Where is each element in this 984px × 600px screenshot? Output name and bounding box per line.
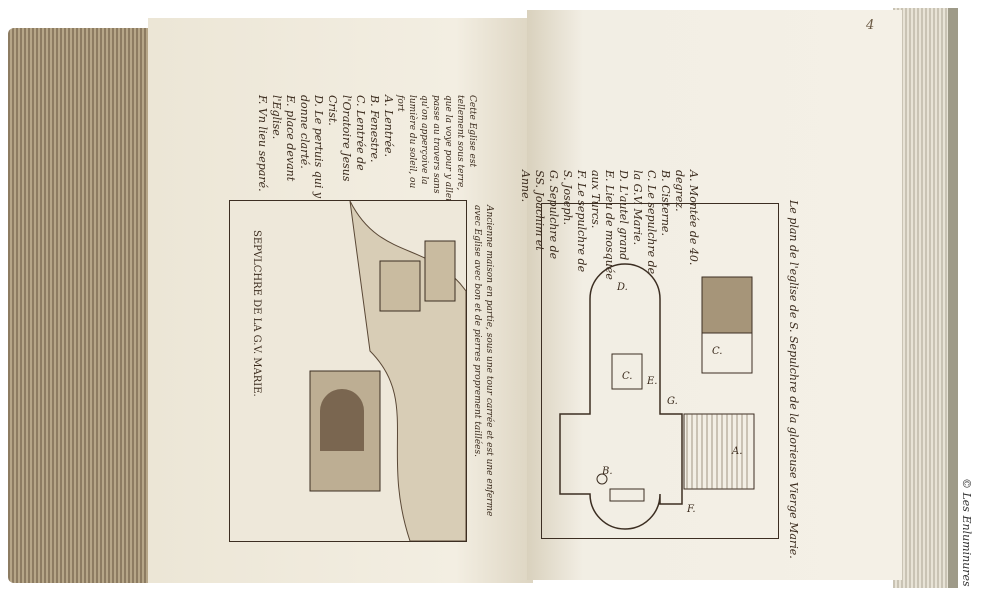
legend-item: A. Lentrée.	[382, 95, 395, 158]
plan-label: F.	[686, 504, 696, 515]
church-plan: D. C. E. G. B. F. A. C.	[541, 203, 779, 539]
plan-label: A.	[731, 446, 742, 457]
plan-label: C.	[622, 371, 632, 382]
copyright-credit: © Les Enluminures	[960, 478, 973, 587]
plan-label: C.	[712, 346, 722, 357]
book-fore-edge-left	[8, 28, 158, 583]
book-fore-edge-right	[893, 8, 958, 588]
sepulchre-sketch	[309, 200, 467, 542]
legend-item: C. Lentrée de l'Oratoire Jesus Crist.	[326, 95, 367, 182]
left-legend: A. Lentrée. B. Fenestre. C. Lentrée de l…	[255, 95, 395, 205]
legend-item: F. Vn lieu separé.	[256, 95, 269, 192]
legend-item: E. place devant l'Eglise.	[270, 95, 297, 182]
plan-label: E.	[646, 376, 657, 387]
plan-label: D.	[616, 282, 628, 293]
plan-sketch: D. C. E. G. B. F. A. C.	[559, 263, 755, 530]
drawing-title: SEPVLCHRE DE LA G.V. MARIE.	[251, 230, 262, 397]
legend-item: D. Le pertuis qui y donne clarté.	[298, 95, 325, 199]
left-note: Cette Eglise est tellement sous terre, q…	[395, 95, 477, 203]
sepulchre-drawing	[229, 200, 467, 542]
plan-caption: Le plan de l'eglise de S. Sepulchre de l…	[787, 200, 800, 559]
plan-label: G.	[667, 396, 678, 407]
page-number: 4	[866, 18, 875, 33]
legend-item: B. Fenestre.	[368, 95, 381, 163]
plan-label: B.	[601, 466, 613, 477]
left-caption: Ancienne maison en partie, sous une tour…	[472, 205, 494, 517]
